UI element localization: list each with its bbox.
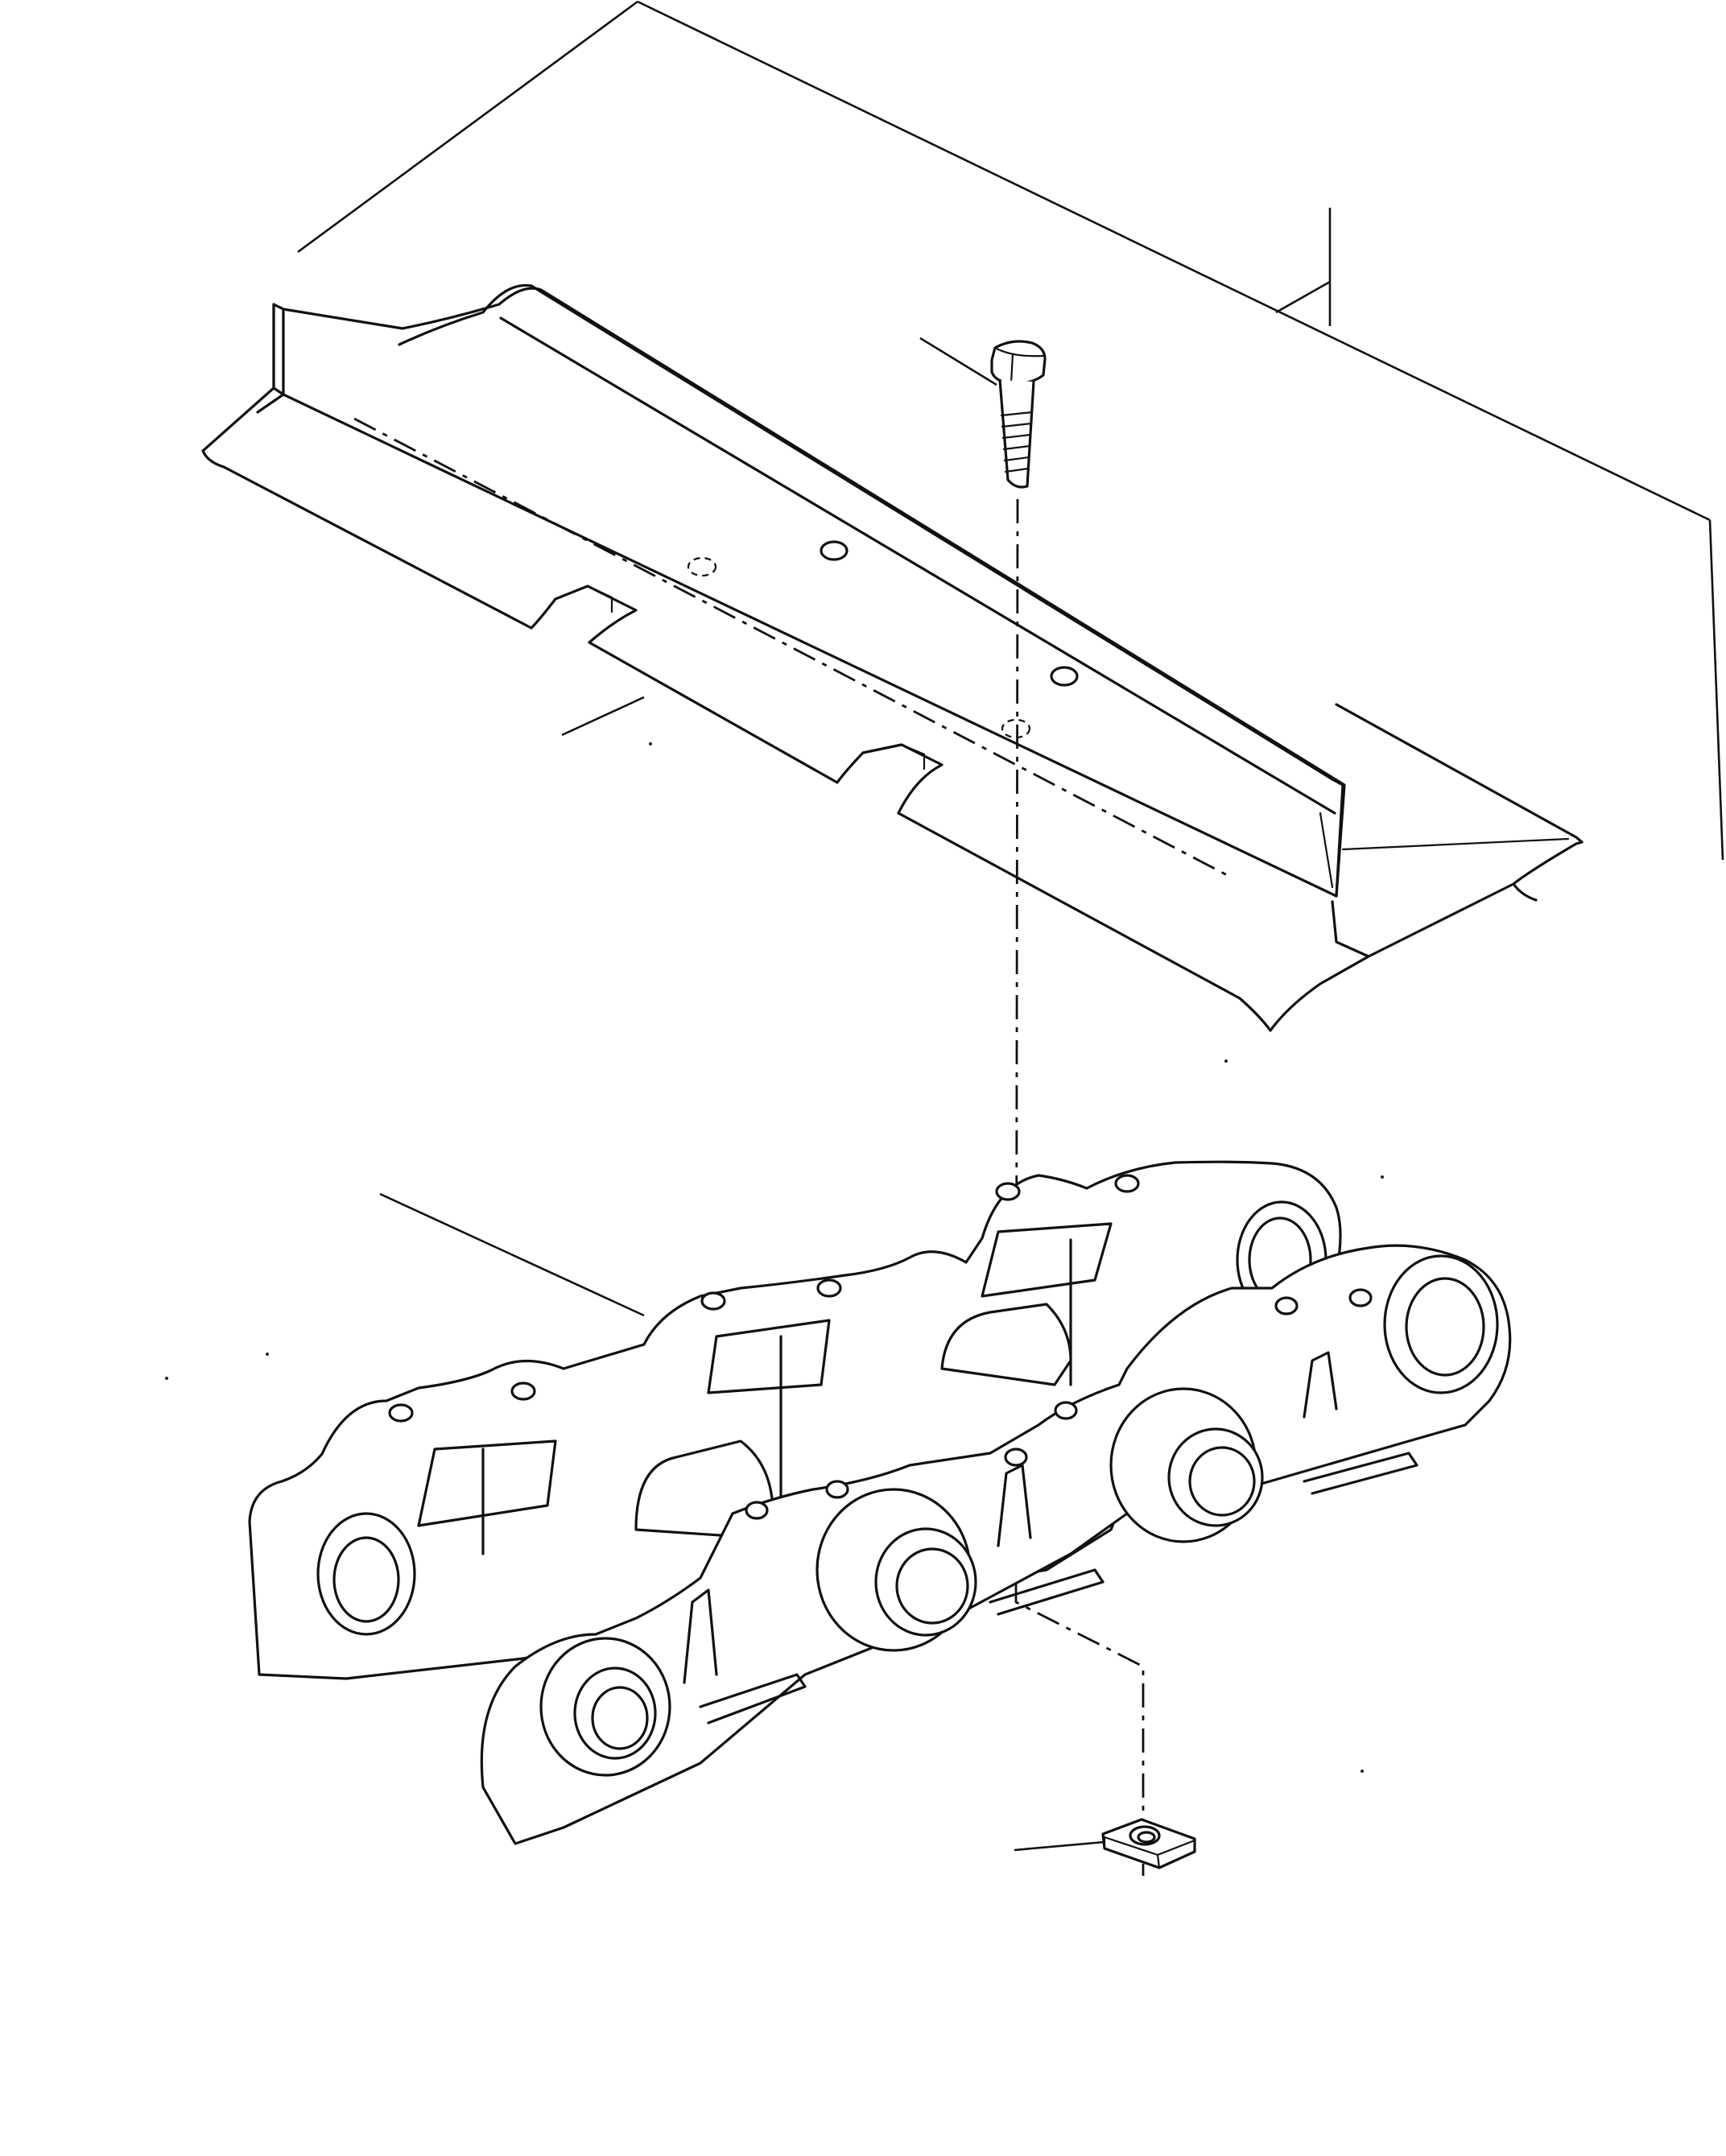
shoe-nut — [1101, 1818, 1196, 1869]
track-link-assembly — [248, 1160, 1512, 1845]
reference-leaders — [379, 337, 1105, 1852]
scan-specks — [165, 742, 1384, 1773]
assembly-axis — [1014, 498, 1145, 1876]
shoe-bolt — [990, 340, 1047, 489]
background-leader-frame — [297, 0, 1724, 861]
track-shoe — [201, 283, 1584, 1032]
